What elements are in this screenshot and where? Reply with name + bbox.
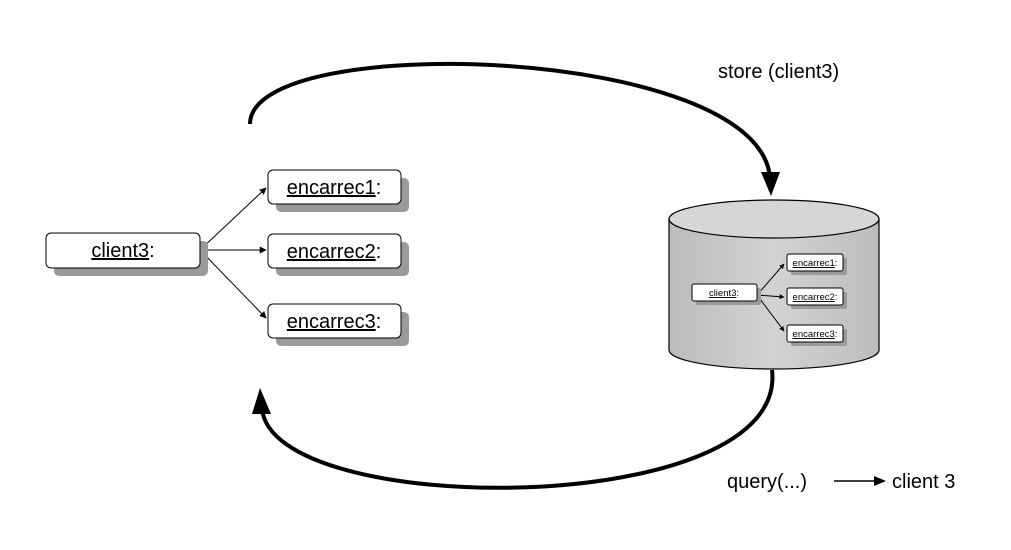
svg-text:encarrec3:: encarrec3: (793, 329, 838, 340)
svg-text:client3:: client3: (709, 288, 739, 299)
stored-order-3-colon: : (835, 329, 838, 340)
query-label: query(...) (727, 471, 807, 493)
stored-order-2-name: encarrec2 (793, 292, 835, 303)
svg-text:encarrec1:: encarrec1: (793, 258, 838, 269)
order-object-2-colon: : (376, 241, 382, 263)
svg-text:encarrec1:: encarrec1: (287, 177, 382, 199)
order-object-2: encarrec2: (267, 233, 409, 276)
client-object: client3: (45, 232, 208, 276)
client-order-links (199, 187, 267, 319)
client-object-name: client3 (91, 240, 149, 262)
query-result-label: client 3 (892, 471, 955, 493)
stored-order-object-2: encarrec2: (786, 287, 847, 309)
order-object-2-name: encarrec2 (287, 241, 376, 263)
stored-order-3-name: encarrec3 (793, 329, 835, 340)
stored-order-object-1: encarrec1: (786, 253, 847, 275)
query-arrow (252, 369, 775, 490)
stored-order-1-colon: : (835, 258, 838, 269)
order-object-1-name: encarrec1 (287, 177, 376, 199)
order-object-3: encarrec3: (267, 303, 409, 346)
svg-text:encarrec3:: encarrec3: (287, 311, 382, 333)
stored-order-object-3: encarrec3: (786, 324, 847, 346)
store-label: store (client3) (718, 61, 839, 83)
svg-text:encarrec2:: encarrec2: (793, 292, 838, 303)
order-object-1-colon: : (376, 177, 382, 199)
client-object-colon: : (149, 240, 155, 262)
stored-order-2-colon: : (835, 292, 838, 303)
svg-text:client3:: client3: (91, 240, 154, 262)
stored-client-name: client3 (709, 288, 736, 299)
stored-client-object: client3: (691, 283, 761, 305)
stored-order-1-name: encarrec1 (793, 258, 835, 269)
order-object-1: encarrec1: (267, 169, 409, 212)
store-arrow (248, 61, 780, 196)
order-object-3-name: encarrec3 (287, 311, 376, 333)
order-object-3-colon: : (376, 311, 382, 333)
stored-client-colon: : (736, 288, 739, 299)
svg-text:encarrec2:: encarrec2: (287, 241, 382, 263)
stored-links (756, 263, 785, 332)
query-result-arrow (834, 476, 886, 486)
